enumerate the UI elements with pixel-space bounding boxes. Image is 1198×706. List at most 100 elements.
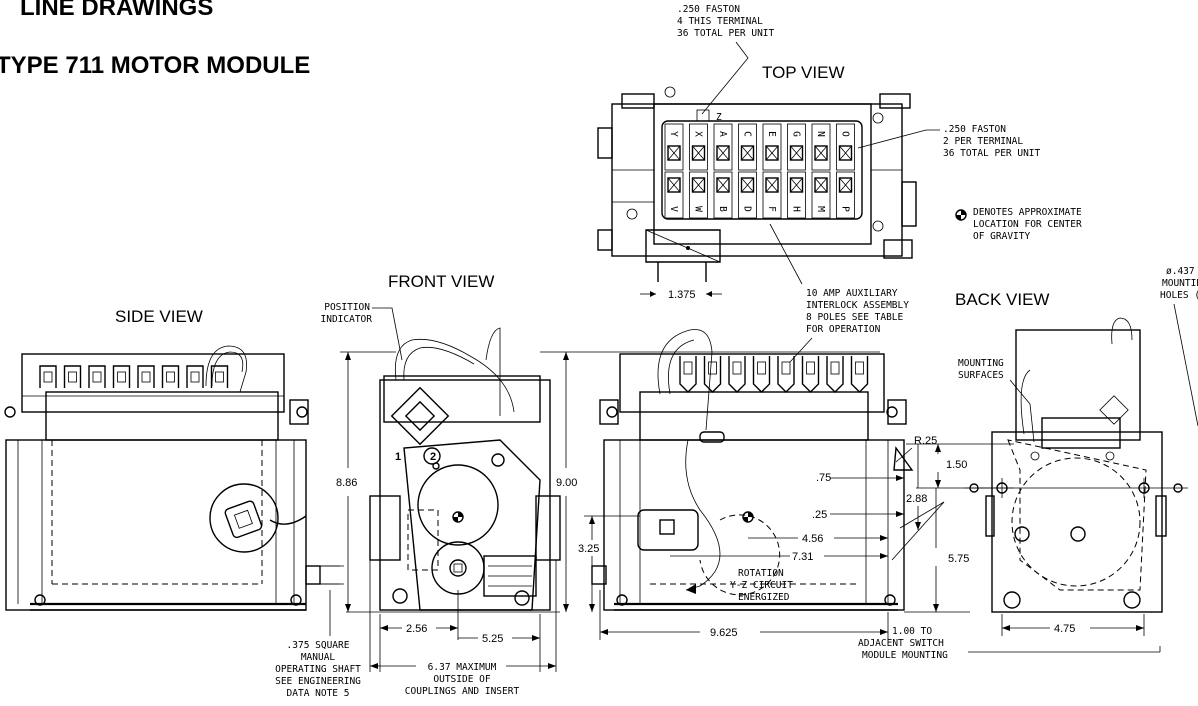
dim-475: 4.75 [1001,614,1145,636]
svg-text:W: W [693,206,704,212]
svg-text:4 THIS TERMINAL: 4 THIS TERMINAL [677,16,763,27]
svg-text:7.31: 7.31 [792,551,813,563]
svg-text:36 TOTAL PER UNIT: 36 TOTAL PER UNIT [677,28,775,39]
svg-text:Z: Z [716,112,722,123]
svg-text:Y: Y [668,131,679,137]
rear-faston-tab [801,356,820,393]
svg-text:SEE ENGINEERING: SEE ENGINEERING [275,676,361,687]
rear-faston-tab [728,356,746,393]
note-center-gravity: DENOTES APPROXIMATE LOCATION FOR CENTER … [955,207,1082,242]
note-adjacent: 1.00 TO ADJACENT SWITCH MODULE MOUNTING [858,626,1161,661]
dim-256: 2.56 [379,590,459,672]
rear-view-terminals [679,356,869,393]
dim-325: 3.25 [578,515,640,612]
note-mounting-holes: ø.437 MOUNTING HOLES (2) [1160,266,1198,427]
svg-text:9.625: 9.625 [710,627,738,639]
svg-text:ENERGIZED: ENERGIZED [738,592,790,603]
terminal-H: H [787,171,806,219]
svg-text:COUPLINGS AND INSERT: COUPLINGS AND INSERT [405,686,520,697]
front-view-drawing: 1 2 [346,327,561,613]
side-view-drawing [4,345,340,611]
svg-text:1.375: 1.375 [668,289,696,301]
dim-25: .25 [812,509,904,521]
svg-text:N: N [815,131,826,137]
label-back-view: BACK VIEW [955,290,1049,309]
svg-text:Y-Z CIRCUIT: Y-Z CIRCUIT [730,580,793,591]
rear-faston-tab [679,356,697,393]
svg-text:E: E [766,131,777,137]
svg-text:MOUNTING: MOUNTING [1162,278,1198,289]
side-view-terminals [39,365,229,388]
svg-text:5.75: 5.75 [948,553,969,565]
svg-text:1.50: 1.50 [946,459,967,471]
svg-text:10 AMP AUXILIARY: 10 AMP AUXILIARY [806,288,898,299]
svg-text:POSITION: POSITION [324,302,370,313]
side-faston-tab [137,365,155,388]
svg-text:5.25: 5.25 [482,633,503,645]
note-position-indicator: POSITION INDICATOR [321,302,403,361]
terminal-E: E [762,123,782,171]
svg-text:.375 SQUARE: .375 SQUARE [287,640,350,651]
svg-text:OUTSIDE OF: OUTSIDE OF [433,674,490,685]
svg-text:9.00: 9.00 [556,477,577,489]
side-faston-tab [210,365,229,388]
svg-text:ø.437: ø.437 [1166,266,1195,277]
dim-525: 5.25 [458,614,541,672]
svg-text:.25: .25 [812,509,827,521]
dim-637: 6.37 MAXIMUM OUTSIDE OF COUPLINGS AND IN… [369,560,557,697]
dim-900: 9.00 [540,351,880,612]
svg-text:H: H [791,206,802,212]
terminal-D: D [738,171,757,219]
svg-text:6.37 MAXIMUM: 6.37 MAXIMUM [428,662,497,673]
dim-575: 5.75 [904,488,970,613]
dim-456: 4.56 [748,533,888,545]
svg-text:C: C [742,131,753,137]
svg-text:ADJACENT SWITCH: ADJACENT SWITCH [858,638,944,649]
terminal-C: C [738,123,757,171]
title-line-drawings: LINE DRAWINGS [20,0,214,21]
top-view-drawing: Z [597,86,917,282]
svg-text:G: G [791,131,802,137]
side-faston-tab [88,365,106,388]
svg-text:MOUNTING: MOUNTING [958,358,1004,369]
svg-text:O: O [840,131,851,137]
terminal-F: F [762,171,782,219]
svg-text:FOR OPERATION: FOR OPERATION [806,324,881,335]
terminal-N: N [811,123,831,171]
dim-1375: 1.375 [640,289,722,301]
terminal-B: B [713,171,733,219]
svg-text:2 PER TERMINAL: 2 PER TERMINAL [943,136,1023,147]
svg-text:HOLES (2): HOLES (2) [1160,290,1198,301]
note-shaft: .375 SQUARE MANUAL OPERATING SHAFT SEE E… [275,565,361,699]
svg-text:MANUAL: MANUAL [301,652,336,663]
svg-text:INTERLOCK ASSEMBLY: INTERLOCK ASSEMBLY [806,300,909,311]
svg-text:2.88: 2.88 [906,493,927,505]
terminal-M: M [811,171,831,219]
svg-text:P: P [840,206,851,212]
dim-75: .75 [816,472,904,484]
side-faston-tab [63,365,82,388]
svg-text:D: D [742,206,753,212]
terminal-Y: Y [664,123,684,171]
terminal-W: W [689,171,708,219]
label-front-view: FRONT VIEW [388,272,494,291]
svg-text:DATA NOTE 5: DATA NOTE 5 [287,688,350,699]
dim-886: 8.86 [336,351,396,612]
svg-text:2: 2 [430,451,436,463]
svg-text:B: B [717,206,728,212]
svg-text:V: V [668,206,679,212]
svg-text:SURFACES: SURFACES [958,370,1004,381]
terminal-G: G [787,123,806,171]
svg-text:1.00 TO: 1.00 TO [892,626,932,637]
svg-text:2.56: 2.56 [406,623,427,635]
svg-text:R.25: R.25 [914,435,937,447]
svg-text:.75: .75 [816,472,831,484]
svg-text:ROTATION: ROTATION [738,568,784,579]
svg-text:36 TOTAL PER UNIT: 36 TOTAL PER UNIT [943,148,1041,159]
rear-faston-tab [777,356,795,393]
side-faston-tab [186,365,204,388]
svg-text:A: A [717,131,728,137]
